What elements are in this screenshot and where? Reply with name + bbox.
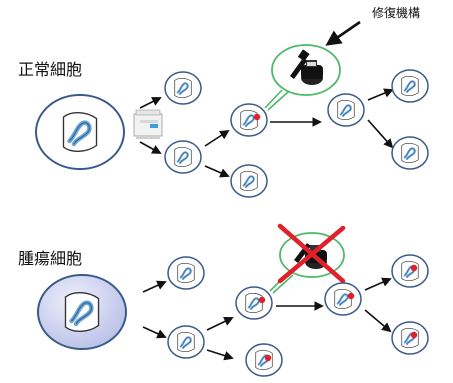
- tumor-cell-row: [37, 223, 429, 377]
- copier-icon: [133, 109, 163, 139]
- normal-cell-label: 正常細胞: [18, 60, 83, 79]
- ink-bottle-pen-icon: [290, 49, 323, 85]
- repair-mechanism-label: 修復機構: [372, 6, 421, 20]
- cross-mark-icon: [277, 223, 346, 284]
- repair-pointer-arrow: [325, 20, 361, 46]
- tumor-cell-label: 腫瘍細胞: [18, 249, 83, 268]
- normal-cell-row: [35, 20, 429, 198]
- arrow: [139, 141, 162, 154]
- arrow: [139, 97, 162, 109]
- dna-icon: [64, 113, 97, 152]
- damage-marker: [253, 113, 261, 121]
